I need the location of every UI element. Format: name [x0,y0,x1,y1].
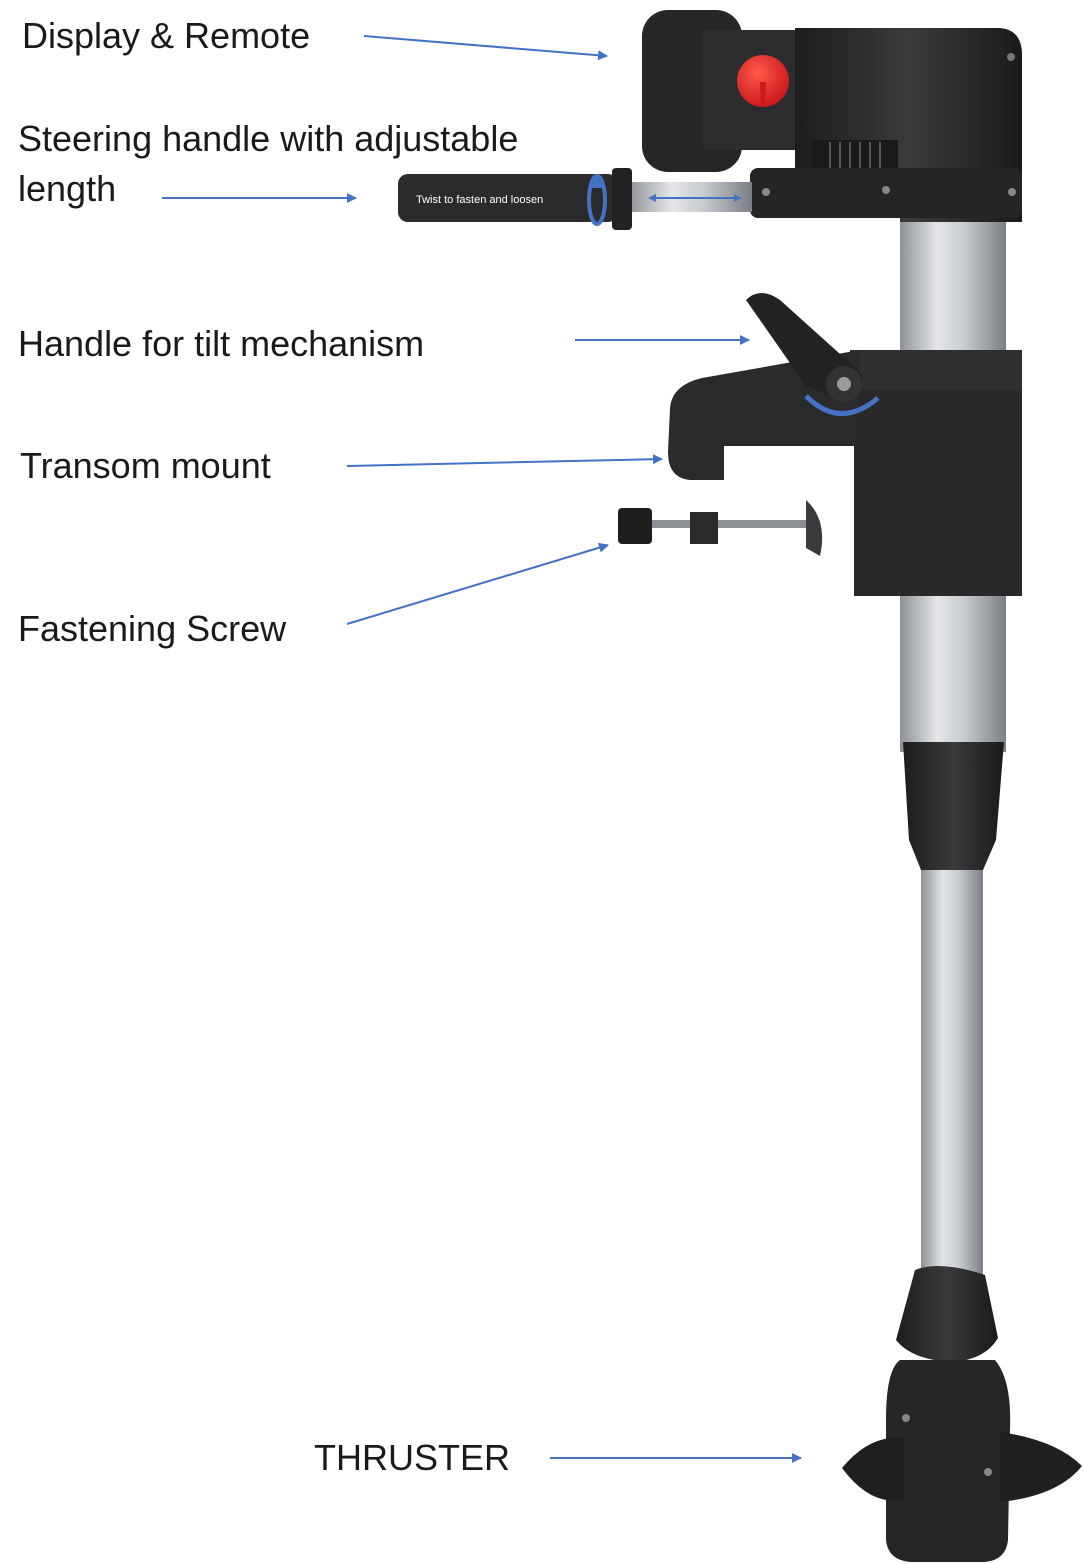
arrow-display-remote [363,35,608,61]
label-fastening-screw: Fastening Screw [18,608,287,649]
label-steering-handle-line2: length [18,168,117,209]
thruster-body [886,1360,1011,1562]
vent-grille [812,140,898,170]
label-steering-handle-line1: Steering handle with adjustable [18,118,519,159]
label-transom-mount: Transom mount [20,445,271,486]
label-thruster: THRUSTER [314,1437,510,1478]
clamp-block [854,350,1022,596]
thruster-propeller-right [1000,1432,1082,1502]
tilt-rotate-arrow-icon [804,394,880,416]
thruster-neck [896,1266,998,1362]
fastening-screw-rod [640,520,810,528]
thruster-propeller-left [842,1437,904,1501]
grip-label: Twist to fasten and loosen [416,194,543,206]
screw-pad [806,500,823,556]
label-display-remote: Display & Remote [22,15,311,56]
label-tilt-handle: Handle for tilt mechanism [18,323,425,364]
shaft-collar [903,742,1004,870]
lower-shaft [921,860,983,1330]
red-knob-icon [737,55,789,107]
steering-grip [398,174,618,222]
arrow-fastening-screw [346,542,609,625]
arrow-transom-mount [346,454,663,467]
